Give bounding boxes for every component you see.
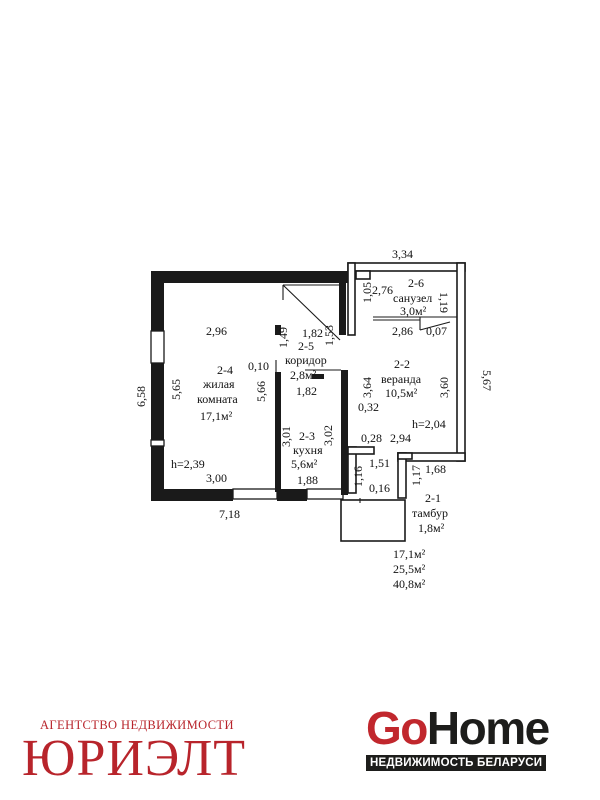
dim-overall-width: 7,18 — [219, 507, 240, 521]
dim-san-width: 2,76 — [372, 283, 393, 297]
room-24-name-2: комната — [197, 392, 238, 406]
room-21-area: 1,8м² — [418, 521, 445, 535]
san-fixture — [355, 270, 371, 280]
dim-san-bottom: 2,86 — [392, 324, 413, 338]
dim-veranda-wall: 0,32 — [358, 400, 379, 414]
dim-vest-116: 1,16 — [351, 466, 365, 487]
dim-veranda-height-right: 3,60 — [437, 377, 451, 398]
room-24-area: 17,1м² — [200, 409, 233, 423]
room-22-name: веранда — [381, 372, 422, 386]
dim-vest-151: 1,51 — [369, 456, 390, 470]
dim-vest-016: 0,16 — [369, 481, 390, 495]
room-25-name: коридор — [285, 353, 327, 367]
area-totals: 17,1м² 25,5м² 40,8м² — [393, 547, 426, 591]
room-26-area: 3,0м² — [400, 304, 427, 318]
dim-room24-width: 2,96 — [206, 324, 227, 338]
dim-room24-bottom: 3,00 — [206, 471, 227, 485]
wall-kitchen-right — [341, 370, 348, 495]
room-24-id: 2-4 — [217, 363, 233, 377]
dim-room24-ceiling: h=2,39 — [171, 457, 205, 471]
tambur-wall-top — [347, 446, 375, 455]
gohome-logo: GoHome НЕДВИЖИМОСТЬ БЕЛАРУСИ — [366, 703, 562, 771]
door-bottom — [306, 488, 344, 500]
veranda-wall-right — [456, 262, 466, 462]
room-21-name: тамбур — [412, 506, 448, 520]
room-26-name: санузел — [393, 291, 432, 305]
wall-bottom-2 — [277, 489, 307, 501]
dim-corridor-width: 1,82 — [302, 326, 323, 340]
gohome-tagline: НЕДВИЖИМОСТЬ БЕЛАРУСИ — [366, 755, 547, 771]
room-26-id: 2-6 — [408, 276, 424, 290]
stair-diagonal — [282, 284, 341, 341]
window-left-1 — [150, 330, 165, 364]
wall-left-upper — [151, 271, 164, 331]
dim-wall-566: 5,66 — [254, 381, 268, 402]
dim-veranda-ceiling: h=2,04 — [412, 417, 446, 431]
dim-san-height-right: 1,19 — [437, 292, 451, 313]
veranda-wall-top — [347, 262, 466, 272]
gohome-go: Go — [366, 702, 428, 754]
wall-left-lower — [151, 446, 164, 501]
wall-bottom-1 — [151, 489, 233, 501]
dim-veranda-height-left: 3,64 — [360, 377, 374, 398]
dimension-labels: 3,34 7,18 6,58 5,67 2,96 5,65 3,00 h=2,3… — [134, 247, 494, 521]
room-labels: 2-4 жилая комната 17,1м² 2-5 коридор 2,8… — [197, 276, 448, 535]
agency-name: ЮРИЭЛТ — [22, 730, 247, 787]
room-22-id: 2-2 — [394, 357, 410, 371]
dim-vest-117: 1,17 — [409, 465, 423, 486]
gohome-wordmark: GoHome — [366, 703, 562, 753]
san-door — [419, 321, 451, 331]
room-22-area: 10,5м² — [385, 386, 418, 400]
total-2: 25,5м² — [393, 562, 426, 576]
wall-kitchen-top-stub — [312, 374, 324, 379]
agency-subtitle: АГЕНТСТВО НЕДВИЖИМОСТИ — [40, 718, 234, 732]
dim-kitchen-left: 3,01 — [279, 426, 293, 447]
tambur-wall-right-stub — [397, 452, 413, 460]
dim-vest-168: 1,68 — [425, 462, 446, 476]
dim-veranda-294: 2,94 — [390, 431, 411, 445]
dim-veranda-028: 0,28 — [361, 431, 382, 445]
room-23-name: кухня — [293, 443, 323, 457]
veranda-wall-left-upper — [347, 262, 356, 336]
wall-room24-right — [275, 372, 281, 492]
dim-wall-010: 0,10 — [248, 359, 269, 373]
room-25-area: 2,8м² — [290, 368, 317, 382]
total-1: 17,1м² — [393, 547, 426, 561]
dim-room24-height: 5,65 — [169, 379, 183, 400]
room-21-id: 2-1 — [425, 491, 441, 505]
dim-corridor-bottom: 1,82 — [296, 384, 317, 398]
wall-corridor-right — [339, 283, 346, 335]
dim-kitchen-bottom: 1,88 — [297, 473, 318, 487]
dim-corridor-height: 1,49 — [276, 327, 290, 348]
room-24-name-1: жилая — [202, 377, 235, 391]
wall-left-mid — [151, 363, 164, 440]
total-3: 40,8м² — [393, 577, 426, 591]
dim-corridor-right: 1,53 — [322, 325, 336, 346]
wall-corridor-stub — [275, 325, 281, 335]
wall-top — [151, 271, 348, 283]
window-bottom-1 — [232, 488, 278, 500]
dim-san-wall: 0,07 — [426, 324, 447, 338]
room-23-area: 5,6м² — [291, 457, 318, 471]
room-23-id: 2-3 — [299, 429, 315, 443]
dim-top-overall: 3,34 — [392, 247, 413, 261]
dim-left-height: 6,58 — [134, 386, 148, 407]
dim-san-height-left: 1,05 — [360, 282, 374, 303]
dim-kitchen-right: 3,02 — [321, 425, 335, 446]
window-left-2 — [150, 439, 165, 447]
tambur-porch — [340, 499, 406, 542]
room-25-id: 2-5 — [298, 339, 314, 353]
dim-right-height: 5,67 — [480, 370, 494, 391]
agency-logo: АГЕНТСТВО НЕДВИЖИМОСТИ ЮРИЭЛТ — [22, 718, 262, 785]
gohome-home: Home — [426, 702, 550, 754]
